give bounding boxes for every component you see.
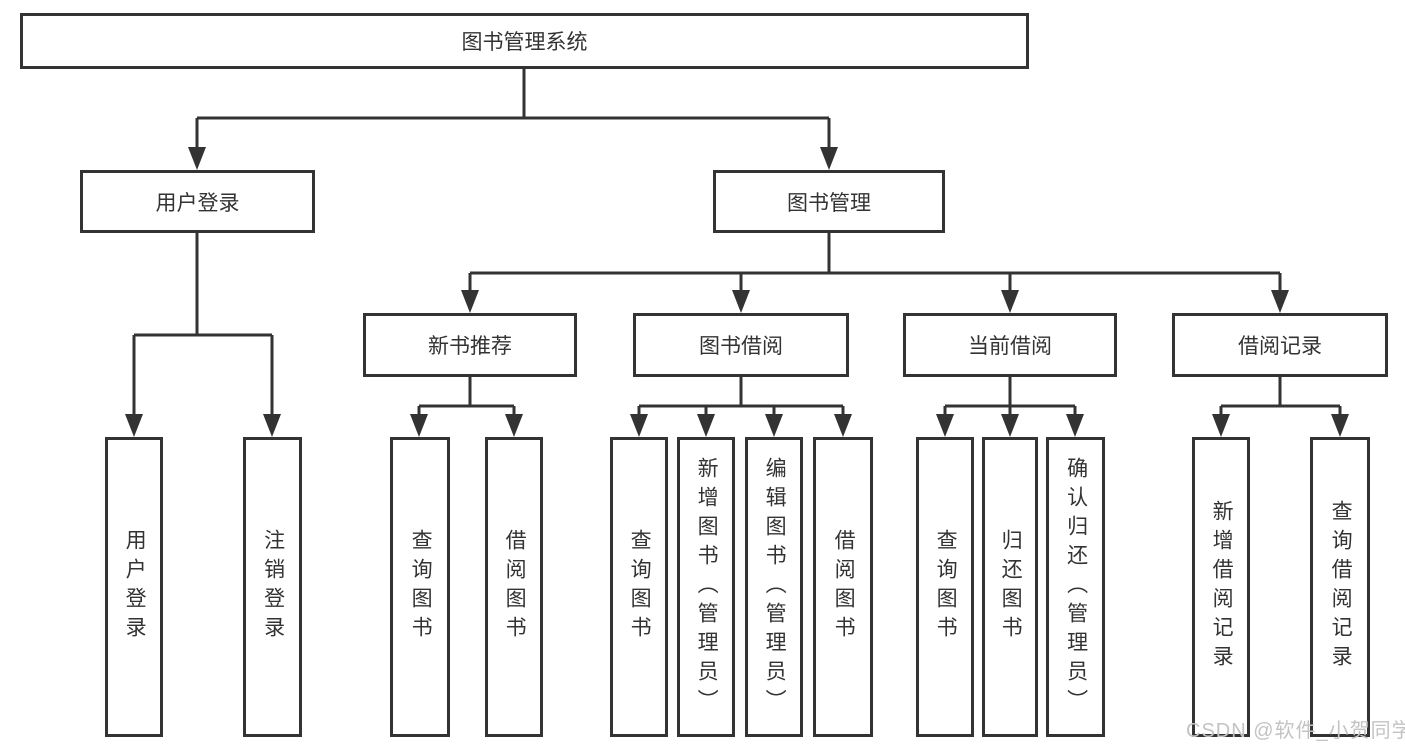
node-root: 图书管理系统 <box>20 13 1029 69</box>
leaf-confirm-return-admin: 确认归还（管理员） <box>1046 437 1105 737</box>
csdn-watermark: CSDN @软件_小贺同学 <box>1186 720 1405 742</box>
leaf-query-book-recommend: 查询图书 <box>390 437 450 737</box>
leaf-borrow-book-recommend: 借阅图书 <box>485 437 543 737</box>
leaf-borrow-book: 借阅图书 <box>813 437 873 737</box>
leaf-add-book-admin: 新增图书（管理员） <box>677 437 735 737</box>
leaf-query-book-current: 查询图书 <box>916 437 974 737</box>
leaf-logout: 注销登录 <box>243 437 302 737</box>
leaf-add-borrow-record: 新增借阅记录 <box>1192 437 1250 737</box>
node-current-borrow: 当前借阅 <box>903 313 1117 377</box>
leaf-query-book-borrow: 查询图书 <box>610 437 668 737</box>
leaf-user-login: 用户登录 <box>105 437 163 737</box>
node-borrow-records: 借阅记录 <box>1172 313 1388 377</box>
node-book-borrow: 图书借阅 <box>633 313 849 377</box>
node-book-management: 图书管理 <box>713 170 945 233</box>
node-new-book-recommend: 新书推荐 <box>363 313 577 377</box>
node-user-login: 用户登录 <box>80 170 315 233</box>
leaf-return-book: 归还图书 <box>982 437 1038 737</box>
leaf-edit-book-admin: 编辑图书（管理员） <box>745 437 803 737</box>
leaf-query-borrow-record: 查询借阅记录 <box>1310 437 1370 737</box>
